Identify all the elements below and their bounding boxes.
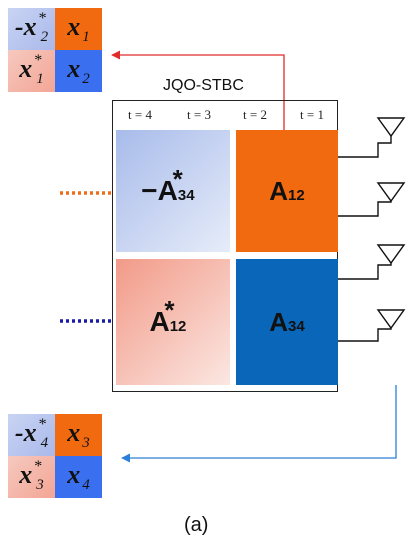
- blue-output-arrow: [121, 385, 397, 463]
- jqo-stbc-label: JQO-STBC: [163, 77, 244, 94]
- red-output-arrow: [111, 50, 285, 130]
- block-a12: A12: [236, 130, 338, 252]
- top-matrix-cell-neg-x2-conj: -x*2: [8, 8, 55, 50]
- time-label-t3: t = 3: [187, 107, 211, 122]
- antenna-icon-2: [376, 182, 406, 203]
- antenna-feed-lines: [338, 128, 392, 342]
- figure-caption: (a): [184, 514, 209, 536]
- top-matrix-cell-x1-conj: x*1: [8, 50, 55, 92]
- antenna-icon-1: [376, 117, 406, 138]
- antenna-icon-3: [376, 244, 406, 265]
- block-neg-a34-conj: −A34*: [116, 130, 230, 252]
- bottom-matrix-cell-x3-conj: x*3: [8, 456, 55, 498]
- bottom-matrix-cell-neg-x4-conj: -x*4: [8, 414, 55, 456]
- time-label-t2: t = 2: [243, 107, 267, 122]
- block-a34: A34: [236, 259, 338, 385]
- time-label-t4: t = 4: [128, 107, 152, 122]
- antenna-icon-4: [376, 309, 406, 330]
- block-a12-conj: A12*: [116, 259, 230, 385]
- time-label-t1: t = 1: [300, 107, 324, 122]
